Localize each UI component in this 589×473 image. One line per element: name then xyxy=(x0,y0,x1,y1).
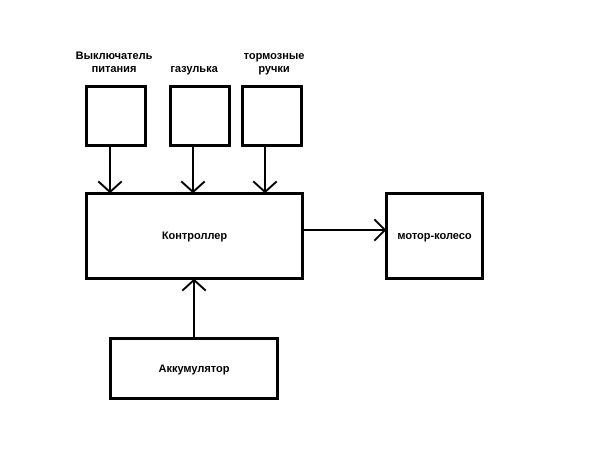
power-switch-label-line1: Выключатель xyxy=(75,50,153,62)
power-switch-label: Выключатель питания xyxy=(68,50,160,76)
battery-label: Аккумулятор xyxy=(158,362,230,375)
battery-box: Аккумулятор xyxy=(109,337,279,400)
brake-levers-label-line2: ручки xyxy=(258,63,290,75)
arrow-controller-to-motor-wheel xyxy=(303,218,387,242)
motor-wheel-label: мотор-колесо xyxy=(397,230,472,242)
arrow-battery-to-controller xyxy=(181,278,207,338)
controller-label: Контроллер xyxy=(161,230,228,242)
brake-levers-label-line1: тормозные xyxy=(243,50,305,62)
brake-levers-box xyxy=(241,85,303,147)
power-switch-label-line2: питания xyxy=(91,63,137,75)
arrow-power-switch-to-controller xyxy=(97,146,123,194)
power-switch-box xyxy=(85,85,147,147)
brake-levers-label: тормозные ручки xyxy=(232,50,316,76)
arrow-brake-levers-to-controller xyxy=(252,146,278,194)
arrow-throttle-to-controller xyxy=(180,146,206,194)
throttle-label: газулька xyxy=(170,63,218,75)
motor-wheel-box: мотор-колесо xyxy=(385,192,484,280)
throttle-box xyxy=(169,85,231,147)
controller-box: Контроллер xyxy=(85,192,304,280)
